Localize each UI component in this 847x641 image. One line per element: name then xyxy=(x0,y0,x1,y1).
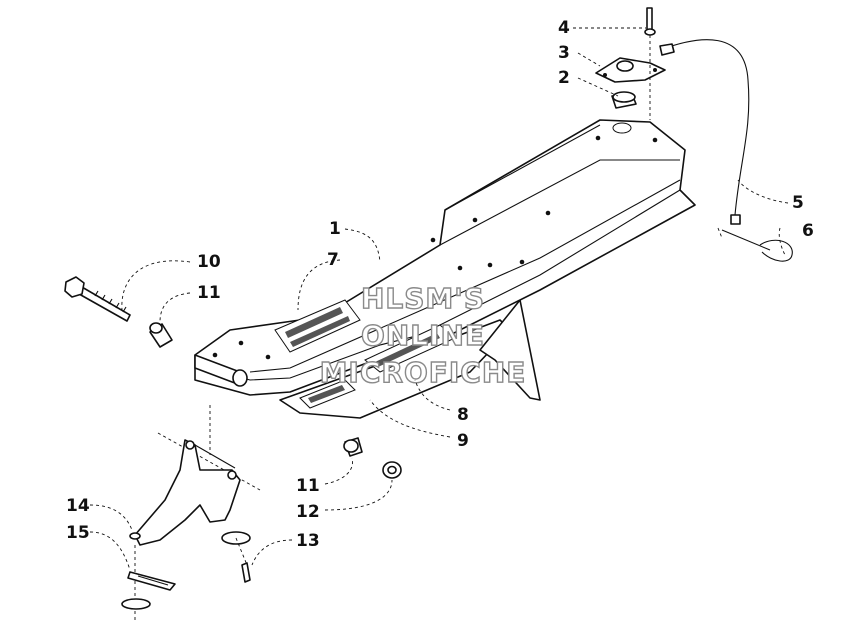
nut-12 xyxy=(382,461,402,479)
grommet-2 xyxy=(611,91,637,109)
watermark-line-2: ONLINE xyxy=(361,319,485,352)
callout-4: 4 xyxy=(558,18,570,38)
callout-10: 10 xyxy=(197,252,221,272)
callout-5: 5 xyxy=(792,193,804,213)
callout-14: 14 xyxy=(66,496,90,516)
decal-8 xyxy=(364,324,456,373)
stand-bracket xyxy=(121,405,261,620)
cable-5 xyxy=(659,39,750,225)
clip-6 xyxy=(717,227,793,262)
callout-15: 15 xyxy=(66,523,90,543)
callout-2: 2 xyxy=(558,68,570,88)
callout-13: 13 xyxy=(296,531,320,551)
callout-11-lower: 11 xyxy=(296,476,320,496)
bracket-3 xyxy=(595,57,666,83)
callout-3: 3 xyxy=(558,43,570,63)
callout-7: 7 xyxy=(327,250,339,270)
watermark-line-3: MICROFICHE xyxy=(320,356,527,389)
hardware-13 xyxy=(221,531,251,583)
bolt-10 xyxy=(64,276,131,322)
callout-12: 12 xyxy=(296,502,320,522)
callout-1: 1 xyxy=(329,219,341,239)
callout-9: 9 xyxy=(457,431,469,451)
watermark: HLSM'S ONLINE MICROFICHE xyxy=(319,281,527,389)
callouts: 1 7 10 11 4 3 2 5 6 8 9 11 12 13 14 15 xyxy=(66,18,814,551)
spacer-11-lower xyxy=(343,437,363,457)
callout-6: 6 xyxy=(802,221,814,241)
leader-lines xyxy=(89,27,789,571)
watermark-line-1: HLSM'S xyxy=(361,282,485,315)
pin-4 xyxy=(644,7,656,120)
callout-8: 8 xyxy=(457,405,469,425)
spacer-11-upper xyxy=(149,322,173,348)
callout-11-upper: 11 xyxy=(197,283,221,303)
decal-7 xyxy=(274,299,361,353)
decal-9 xyxy=(299,379,356,409)
